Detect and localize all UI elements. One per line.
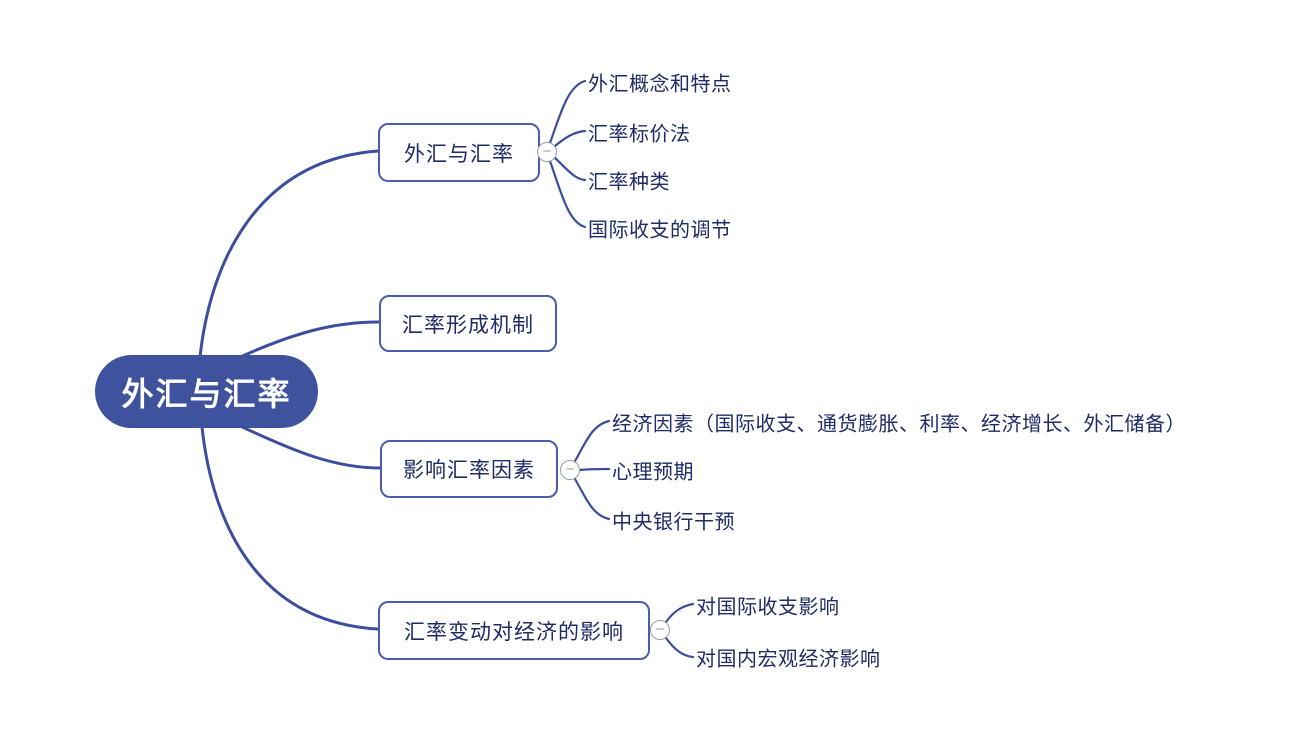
child-node-economic-factors[interactable]: 经济因素（国际收支、通货膨胀、利率、经济增长、外汇储备） — [612, 413, 1186, 436]
connector-branch-1-child-1 — [548, 79, 587, 145]
branch-node-rate-change-economic-impact[interactable]: 汇率变动对经济的影响 — [378, 601, 650, 660]
connector-branch-4-child-2 — [664, 636, 695, 659]
branch-node-rate-formation-mechanism[interactable]: 汇率形成机制 — [379, 295, 557, 352]
child-node-impact-on-domestic-macro[interactable]: 对国内宏观经济影响 — [696, 648, 881, 671]
connector-branch-1-child-4 — [548, 159, 587, 229]
child-node-rate-quotation[interactable]: 汇率标价法 — [588, 123, 691, 146]
child-node-forex-concept[interactable]: 外汇概念和特点 — [588, 73, 732, 96]
connector-root-to-branch-4 — [200, 425, 380, 631]
child-node-rate-types[interactable]: 汇率种类 — [588, 171, 670, 194]
child-node-psychological-expectation[interactable]: 心理预期 — [612, 461, 694, 484]
branch-node-foreign-exchange-and-rate[interactable]: 外汇与汇率 — [378, 123, 540, 182]
child-node-impact-on-bop[interactable]: 对国际收支影响 — [696, 596, 840, 619]
connector-root-to-branch-3 — [234, 422, 382, 470]
connector-root-to-branch-2 — [234, 320, 381, 361]
connector-branch-1-child-2 — [553, 129, 587, 148]
connector-branch-3-child-1 — [573, 419, 611, 463]
collapse-icon[interactable]: − — [650, 620, 670, 640]
connector-branch-3-child-3 — [573, 477, 611, 521]
connector-branch-3-child-2 — [578, 467, 611, 472]
connector-branch-1-child-3 — [553, 156, 587, 182]
collapse-icon[interactable]: − — [560, 460, 580, 480]
root-node[interactable]: 外汇与汇率 — [95, 355, 318, 428]
connector-root-to-branch-1 — [198, 149, 380, 359]
child-node-bop-adjustment[interactable]: 国际收支的调节 — [588, 219, 732, 242]
branch-node-factors-affecting-rate[interactable]: 影响汇率因素 — [380, 440, 558, 498]
collapse-icon[interactable]: − — [537, 142, 557, 162]
connector-branch-4-child-1 — [664, 602, 695, 624]
child-node-central-bank-intervention[interactable]: 中央银行干预 — [612, 511, 735, 534]
